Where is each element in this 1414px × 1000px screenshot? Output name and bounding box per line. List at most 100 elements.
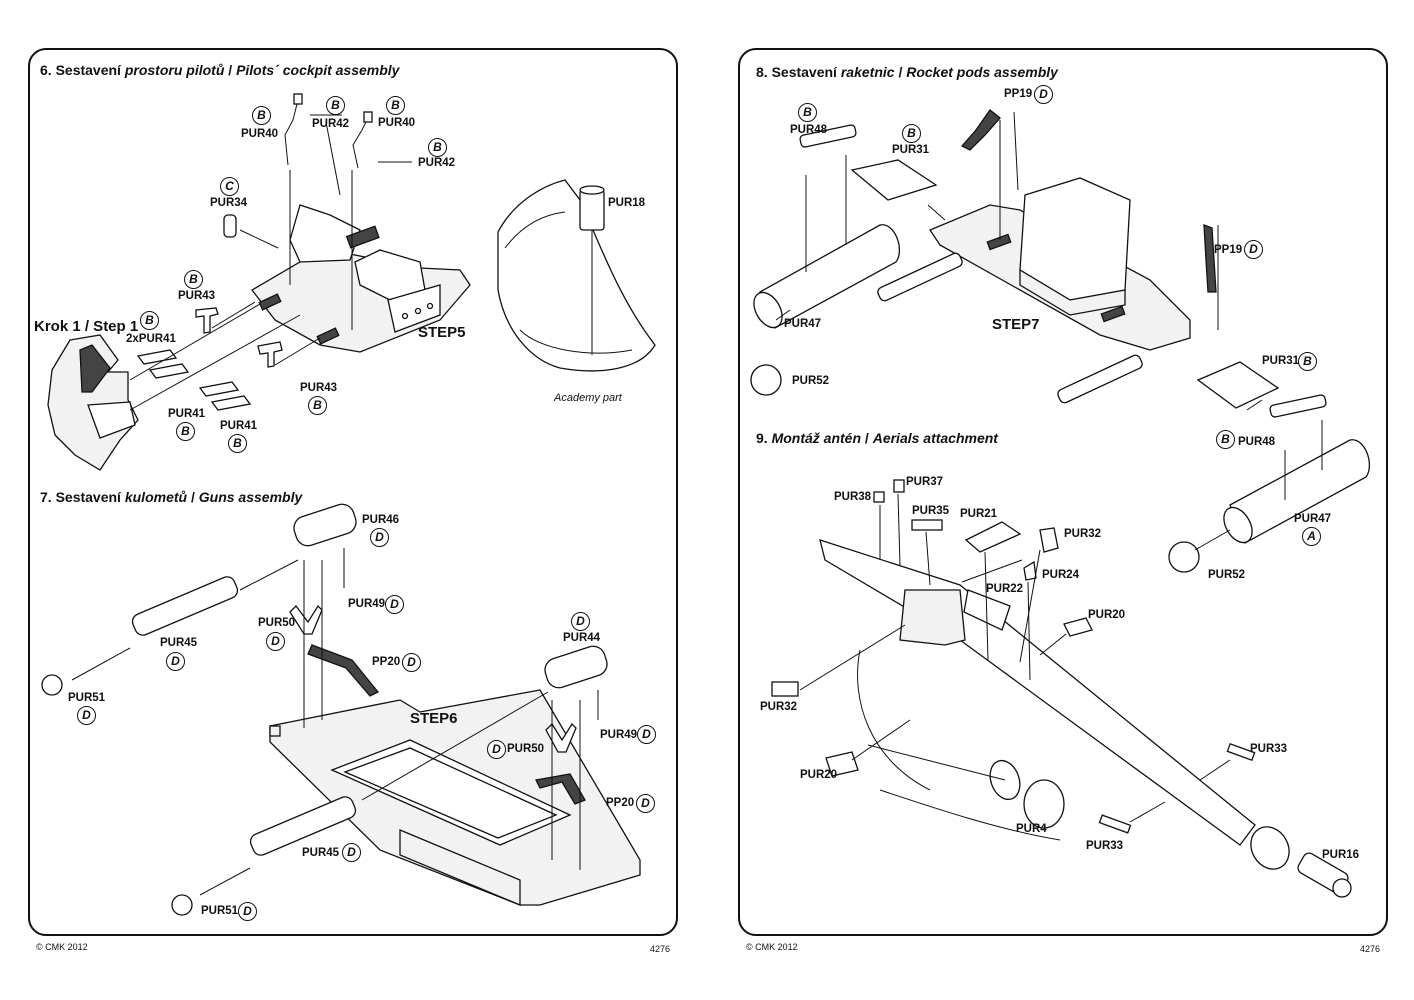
academy-part-note: Academy part <box>554 392 622 404</box>
pur48a-label: PUR48 <box>790 124 828 136</box>
pp19-belts <box>960 109 1217 293</box>
step8-title: 8. Sestavení raketnic / Rocket pods asse… <box>756 64 1058 80</box>
pur42a-badge: B <box>326 96 345 115</box>
step7-title-cz-a: Sestavení <box>55 489 121 505</box>
pur43a-badge: B <box>184 270 203 289</box>
step9-title: 9. Montáž antén / Aerials attachment <box>756 430 998 446</box>
step6-number: 6. <box>40 62 52 78</box>
pur47a-label: PUR47 <box>784 318 822 330</box>
pur52a-label: PUR52 <box>792 375 830 387</box>
ammo-belts <box>289 604 586 805</box>
pp19a-label: PP19 <box>1004 88 1033 100</box>
pedal-parts <box>136 307 283 411</box>
step7-title-en: Guns assembly <box>198 489 303 505</box>
rocket-rails <box>799 124 1327 418</box>
pur50b-label: PUR50 <box>507 743 545 755</box>
gun-receivers <box>293 503 608 689</box>
pur48b-label: PUR48 <box>1238 436 1276 448</box>
gun-tray-drawing <box>269 689 641 906</box>
pur45a-label: PUR45 <box>160 637 198 649</box>
pur38-label: PUR38 <box>834 491 872 503</box>
pur46-label: PUR46 <box>362 514 400 526</box>
pur47b-label: PUR47 <box>1294 513 1332 525</box>
step7-title-sep: / <box>190 489 195 505</box>
pur52b-label: PUR52 <box>1208 569 1246 581</box>
pur43a-label: PUR43 <box>178 290 216 302</box>
step6-label: STEP6 <box>410 710 458 727</box>
pur44-badge: D <box>571 612 590 631</box>
step8-title-en: Rocket pods assembly <box>906 64 1058 80</box>
pur34-label: PUR34 <box>210 197 248 209</box>
pur49b-label: PUR49 <box>600 729 638 741</box>
pur43b-label: PUR43 <box>300 382 338 394</box>
step7-number: 7. <box>40 489 52 505</box>
step6-title-sep: / <box>228 62 233 78</box>
cockpit-drawing <box>251 204 471 353</box>
step9-title-cz: Montáž antén <box>771 430 862 446</box>
pur32b-label: PUR32 <box>760 701 798 713</box>
pur43b-badge: B <box>308 396 327 415</box>
step7-title-cz-b: kulometů <box>124 489 188 505</box>
pur47b-badge: A <box>1302 527 1321 546</box>
pur18-label: PUR18 <box>608 197 646 209</box>
pur41b-label: PUR41 <box>220 420 258 432</box>
step6-title-en: Pilots´ cockpit assembly <box>236 62 400 78</box>
pur40a-label: PUR40 <box>241 128 279 140</box>
pur46-badge: D <box>370 528 389 547</box>
pur21-label: PUR21 <box>960 508 998 520</box>
step8-title-cz-a: Sestavení <box>771 64 837 80</box>
pur31a-badge: B <box>902 124 921 143</box>
pur4-label: PUR4 <box>1016 823 1047 835</box>
pur33a-label: PUR33 <box>1250 743 1288 755</box>
step5-label: STEP5 <box>418 324 466 341</box>
pur45b-badge: D <box>342 843 361 862</box>
pur40b-badge: B <box>386 96 405 115</box>
pur31b-label: PUR31 <box>1262 355 1300 367</box>
pur51b-label: PUR51 <box>201 905 239 917</box>
pur49a-label: PUR49 <box>348 598 386 610</box>
pur41a-badge: B <box>176 422 195 441</box>
left-footer-code: 4276 <box>650 944 671 954</box>
gun-barrels <box>41 576 357 916</box>
pp20a-label: PP20 <box>372 656 401 668</box>
pur50a-badge: D <box>266 632 285 651</box>
joysticks <box>223 93 412 238</box>
academy-seat-part <box>497 179 656 372</box>
pur49b-badge: D <box>637 725 656 744</box>
step6-title-cz-b: prostoru pilotů <box>124 62 225 78</box>
pur16-label: PUR16 <box>1322 849 1360 861</box>
step7-title: 7. Sestavení kulometů / Guns assembly <box>40 489 302 505</box>
pur33b-label: PUR33 <box>1086 840 1124 852</box>
pur45a-badge: D <box>166 652 185 671</box>
step8-number: 8. <box>756 64 768 80</box>
pp20b-label: PP20 <box>606 797 635 809</box>
pur45b-label: PUR45 <box>302 847 340 859</box>
step6-title: 6. Sestavení prostoru pilotů / Pilots´ c… <box>40 62 399 78</box>
step8-leader-lines <box>775 111 1323 551</box>
step8-title-sep: / <box>898 64 903 80</box>
aircraft-tail-boom <box>819 539 1352 898</box>
pur31a-label: PUR31 <box>892 144 930 156</box>
pur48a-badge: B <box>798 103 817 122</box>
pur31b-badge: B <box>1298 352 1317 371</box>
step7-label: STEP7 <box>992 316 1040 333</box>
x2pur41-badge: B <box>140 311 159 330</box>
pur22-label: PUR22 <box>986 583 1024 595</box>
step9-leader-lines <box>799 493 1231 823</box>
right-footer-copyright: © CMK 2012 <box>746 942 798 952</box>
pur50a-label: PUR50 <box>258 617 296 629</box>
pur50b-badge: D <box>487 740 506 759</box>
right-footer-code: 4276 <box>1360 944 1381 954</box>
step9-number: 9. <box>756 430 768 446</box>
pur49a-badge: D <box>385 595 404 614</box>
pur40a-badge: B <box>252 106 271 125</box>
pur41a-label: PUR41 <box>168 408 206 420</box>
krok-step1-label: Krok 1 / Step 1 <box>34 318 139 335</box>
pur20b-label: PUR20 <box>800 769 838 781</box>
step8-title-cz-b: raketnic <box>840 64 895 80</box>
pur48b-badge: B <box>1216 430 1235 449</box>
pur34-badge: C <box>220 177 239 196</box>
step9-title-en: Aerials attachment <box>872 430 998 446</box>
cockpit-side-panel <box>47 334 139 471</box>
